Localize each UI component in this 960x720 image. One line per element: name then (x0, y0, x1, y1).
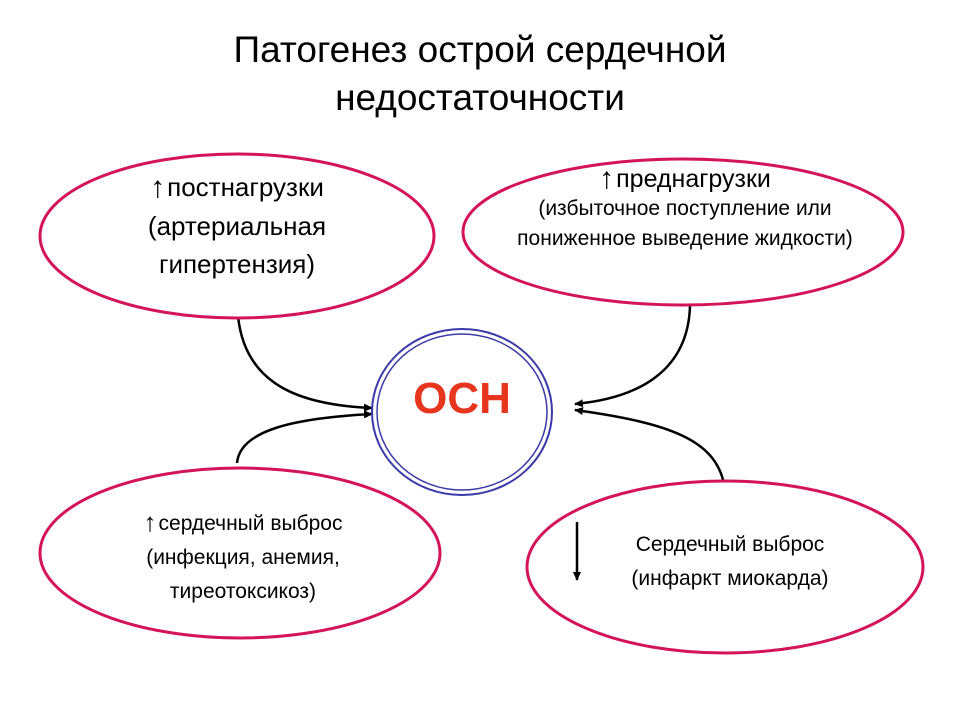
cardiac-output-up-line-2: (инфекция, анемия, (146, 546, 340, 569)
title-line-2: недостаточности (335, 77, 625, 118)
afterload-line-2: (артериальная (147, 211, 327, 241)
preload-line-2: (избыточное поступление или (538, 197, 832, 220)
center-label: ОСН (413, 374, 511, 423)
cardiac-output-up-heading: ↑сердечный выброс (143, 507, 343, 537)
title-line-1: Патогенез острой сердечной (233, 29, 727, 70)
cardiac-output-down-heading: Сердечный выброс (635, 533, 825, 556)
center-circle-outer (371, 328, 553, 496)
ellipse-preload (461, 157, 905, 307)
node-afterload: ↑постнагрузки (артериальная гипертензия) (92, 168, 382, 283)
up-arrow-icon: ↑ (599, 162, 615, 195)
page-title: Патогенез острой сердечной недостаточнос… (0, 26, 960, 122)
ellipse-cardiac-output-up (38, 466, 442, 640)
cardiac-output-down-line-2: (инфаркт миокарда) (631, 567, 829, 590)
ellipse-cardiac-output-down (525, 479, 925, 655)
connector-cardiac-output-down (574, 407, 726, 485)
connector-cardiac-output-up (235, 410, 373, 464)
cardiac-output-up-line-3: тиреотоксикоз) (169, 580, 317, 603)
node-cardiac-output-up: ↑сердечный выброс (инфекция, анемия, тир… (98, 505, 388, 609)
afterload-heading: ↑постнагрузки (150, 171, 324, 204)
center-circle-inner (376, 333, 548, 491)
preload-line-3: пониженное выведение жидкости) (517, 227, 853, 250)
connector-afterload (236, 315, 373, 412)
ellipse-afterload (38, 152, 436, 320)
afterload-line-3: гипертензия) (158, 249, 316, 279)
up-arrow-icon: ↑ (143, 507, 157, 537)
node-cardiac-output-down: Сердечный выброс (инфаркт миокарда) (595, 528, 865, 596)
connector-preload (574, 305, 692, 408)
up-arrow-icon: ↑ (150, 171, 166, 204)
preload-heading: ↑преднагрузки (599, 162, 771, 195)
node-preload: ↑преднагрузки (избыточное поступление ил… (470, 164, 900, 254)
